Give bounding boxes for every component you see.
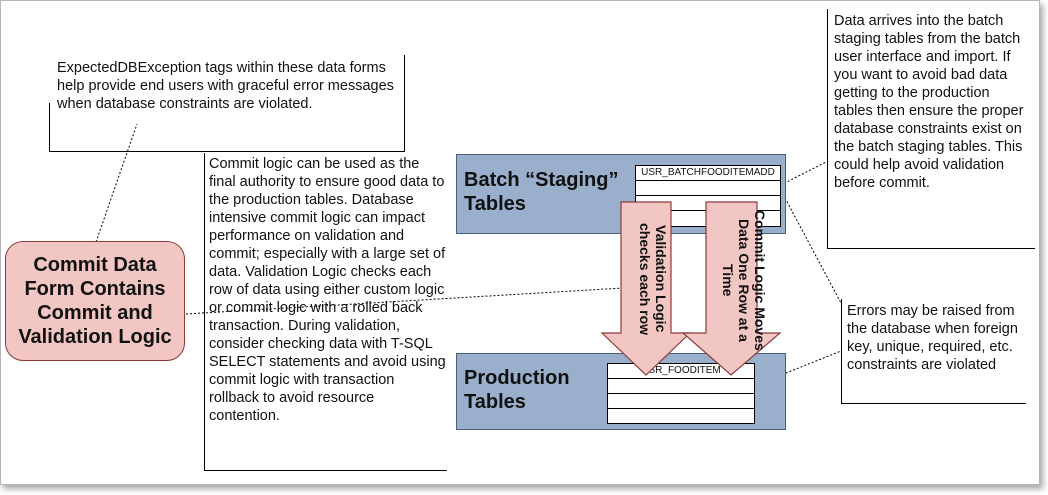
- production-table-row: [608, 379, 754, 394]
- connector-exception: [95, 123, 138, 243]
- batch-table-name: USR_BATCHFOODITEMADD: [636, 166, 780, 181]
- production-table-row: [608, 394, 754, 409]
- exception-note-text: ExpectedDBException tags within these da…: [57, 60, 394, 112]
- commit-arrow: [681, 201, 782, 376]
- exception-note-right-bracket: [404, 55, 405, 152]
- arrows-layer: [600, 201, 782, 376]
- data-arrives-note: Data arrives into the batch staging tabl…: [827, 9, 1035, 249]
- commit-logic-note-text: Commit logic can be used as the final au…: [209, 156, 446, 424]
- production-tables-group: Production Tables USR_FOODITEM: [456, 353, 786, 430]
- connector-errors-prod: [755, 350, 842, 386]
- errors-note-text: Errors may be raised from the database w…: [847, 303, 1018, 373]
- commit-logic-note: Commit logic can be used as the final au…: [204, 153, 447, 471]
- production-table-name: USR_FOODITEM: [608, 364, 754, 379]
- data-arrives-note-text: Data arrives into the batch staging tabl…: [834, 13, 1024, 191]
- commit-arrow-label: Commit Logic Moves Data One Row at a Tim…: [720, 209, 768, 351]
- batch-staging-label: Batch “Staging” Tables: [464, 169, 619, 215]
- exception-note-left-bracket: [49, 103, 50, 152]
- commit-data-form-box: Commit Data Form Contains Commit and Val…: [5, 241, 185, 361]
- exception-note: ExpectedDBException tags within these da…: [49, 55, 405, 152]
- production-label: Production Tables: [464, 367, 570, 413]
- errors-note: Errors may be raised from the database w…: [841, 299, 1026, 404]
- diagram-canvas: ExpectedDBException tags within these da…: [0, 0, 1040, 485]
- validation-arrow-label: Validation Logic checks each row: [637, 222, 669, 336]
- validation-arrow: [600, 201, 692, 376]
- commit-data-form-label: Commit Data Form Contains Commit and Val…: [18, 254, 172, 348]
- batch-table-row: [636, 181, 780, 196]
- connector-commit: [185, 287, 624, 315]
